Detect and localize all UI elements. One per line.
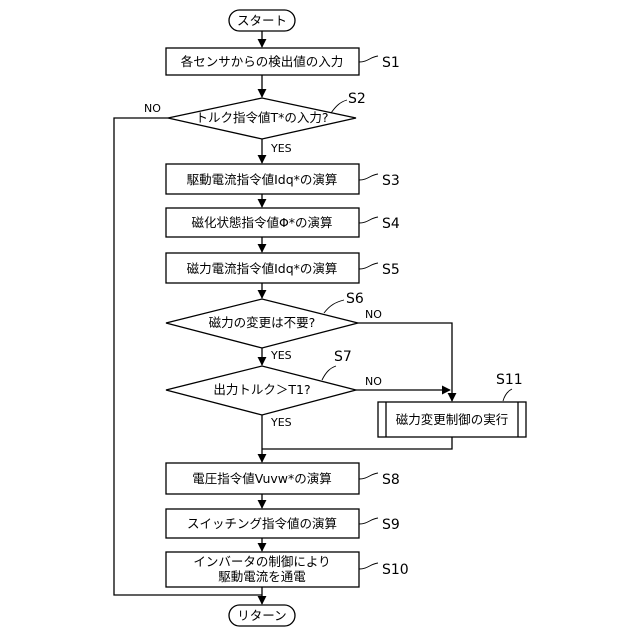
step-s8-text: 電圧指令値Vuvw*の演算 (192, 471, 332, 486)
step-s11-text: 磁力変更制御の実行 (396, 412, 509, 427)
decision-s6-id: S6 (346, 291, 364, 307)
start-label: スタート (237, 13, 287, 28)
step-s10-line1: インバータの制御により (193, 554, 330, 569)
step-s1-text: 各センサからの検出値の入力 (181, 54, 344, 69)
decision-s2-text: トルク指令値T*の入力? (195, 110, 328, 125)
step-s10-line2: 駆動電流を通電 (218, 569, 306, 584)
end-label: リターン (237, 608, 286, 623)
decision-s7-text: 出力トルク＞T1? (213, 382, 310, 397)
step-s11-id: S11 (496, 372, 523, 388)
step-s9-text: スイッチング指令値の演算 (187, 516, 337, 531)
decision-s6-no: NO (365, 308, 382, 321)
step-s10-id: S10 (382, 562, 409, 578)
decision-s7-id: S7 (334, 349, 352, 365)
decision-s7-no: NO (365, 375, 382, 388)
step-s5-id: S5 (382, 262, 400, 278)
step-s1: 各センサからの検出値の入力 S1 (166, 48, 400, 75)
decision-s7-yes: YES (270, 416, 292, 429)
step-s3: 駆動電流指令値Idq*の演算 S3 (166, 164, 400, 194)
step-s5: 磁力電流指令値Idq*の演算 S5 (166, 253, 400, 283)
step-s3-id: S3 (382, 173, 400, 189)
step-s9: スイッチング指令値の演算 S9 (166, 509, 400, 538)
step-s4: 磁化状態指令値Φ*の演算 S4 (166, 208, 400, 237)
decision-s2-no: NO (144, 102, 161, 115)
step-s8: 電圧指令値Vuvw*の演算 S8 (166, 463, 400, 494)
step-s10: インバータの制御により 駆動電流を通電 S10 (166, 552, 409, 587)
step-s3-text: 駆動電流指令値Idq*の演算 (187, 172, 338, 187)
step-s4-id: S4 (382, 216, 400, 232)
step-s5-text: 磁力電流指令値Idq*の演算 (187, 261, 338, 276)
step-s4-text: 磁化状態指令値Φ*の演算 (191, 215, 332, 230)
start-terminal: スタート (229, 10, 295, 31)
step-s9-id: S9 (382, 517, 400, 533)
step-s8-id: S8 (382, 472, 400, 488)
decision-s6-yes: YES (270, 349, 292, 362)
decision-s2: トルク指令値T*の入力? S2 NO YES (144, 91, 366, 155)
decision-s6-text: 磁力の変更は不要? (209, 315, 316, 330)
end-terminal: リターン (229, 605, 295, 626)
decision-s2-id: S2 (348, 91, 366, 107)
decision-s2-yes: YES (270, 142, 292, 155)
step-s1-id: S1 (382, 55, 400, 71)
